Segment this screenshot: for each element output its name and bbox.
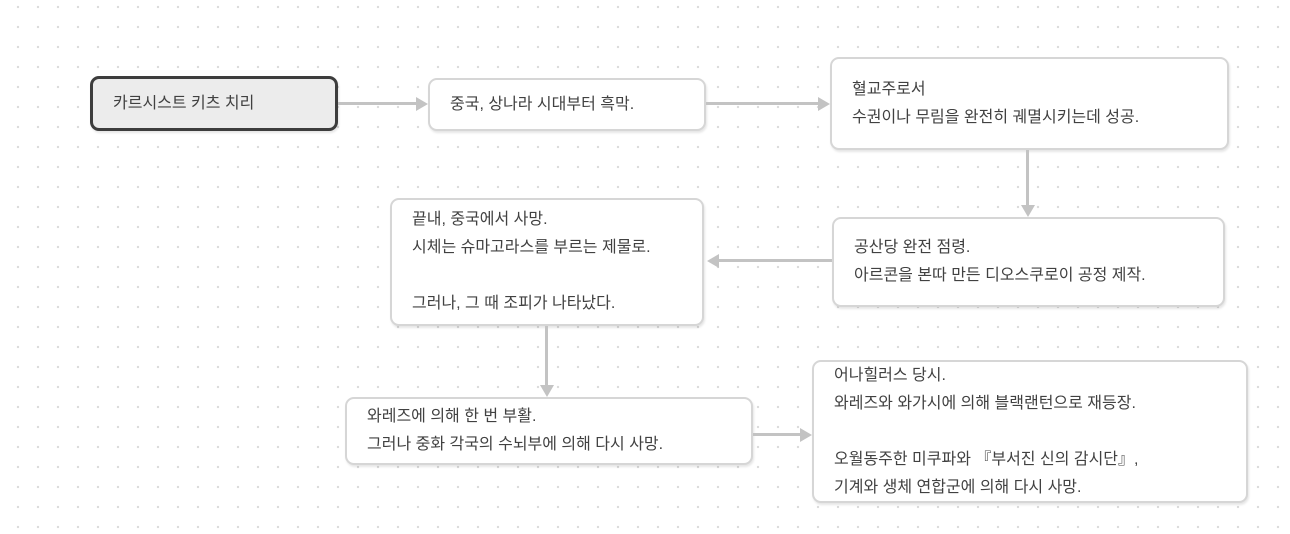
node-text: 와레즈와 와가시에 의해 블랙랜턴으로 재등장.: [834, 394, 1136, 412]
node-text: 오월동주한 미쿠파와 『부서진 신의 감시단』,: [834, 450, 1139, 468]
node-text: 그러나, 그 때 조피가 나타났다.: [412, 295, 616, 312]
flow-node-step-6[interactable]: 어나힐러스 당시. 와레즈와 와가시에 의해 블랙랜턴으로 재등장. 오월동주한…: [812, 360, 1248, 503]
flow-node-step-5[interactable]: 와레즈에 의해 한 번 부활. 그러나 중화 각국의 수뇌부에 의해 다시 사망…: [345, 397, 753, 465]
node-text: 공산당 완전 점령.: [854, 239, 971, 256]
node-text: 중국, 상나라 시대부터 흑막.: [450, 95, 635, 113]
node-text: 기계와 생체 연합군에 의해 다시 사망.: [834, 478, 1082, 496]
node-text: 어나힐러스 당시.: [834, 366, 946, 384]
node-text: 카르시스트 키츠 치리: [113, 94, 255, 112]
flow-node-step-3[interactable]: 공산당 완전 점령. 아르콘을 본따 만든 디오스쿠로이 공정 제작.: [832, 217, 1225, 307]
arrow-step-3-to-step-4: [719, 259, 832, 262]
flow-node-step-1[interactable]: 중국, 상나라 시대부터 흑막.: [428, 78, 706, 131]
flow-node-step-2[interactable]: 혈교주로서 수권이나 무림을 완전히 궤멸시키는데 성공.: [830, 57, 1229, 150]
arrow-step-2-to-step-3: [1026, 150, 1029, 205]
node-text: [834, 418, 1226, 446]
node-text: 시체는 슈마고라스를 부르는 제물로.: [412, 239, 651, 256]
node-text: 아르콘을 본따 만든 디오스쿠로이 공정 제작.: [854, 267, 1146, 284]
node-text: [412, 262, 682, 290]
node-text: 혈교주로서: [852, 80, 926, 98]
arrow-step-1-to-step-2: [706, 102, 818, 105]
node-text: 끝내, 중국에서 사망.: [412, 211, 548, 228]
arrow-step-4-to-step-5: [545, 326, 548, 385]
node-text: 수권이나 무림을 완전히 궤멸시키는데 성공.: [852, 108, 1140, 126]
node-text: 와레즈에 의해 한 번 부활.: [367, 408, 537, 425]
arrow-start-to-step-1: [338, 102, 416, 105]
flow-node-step-4[interactable]: 끝내, 중국에서 사망. 시체는 슈마고라스를 부르는 제물로. 그러나, 그 …: [390, 198, 704, 326]
arrow-step-5-to-step-6: [753, 433, 800, 436]
flow-node-start[interactable]: 카르시스트 키츠 치리: [90, 76, 338, 131]
node-text: 그러나 중화 각국의 수뇌부에 의해 다시 사망.: [367, 436, 664, 453]
